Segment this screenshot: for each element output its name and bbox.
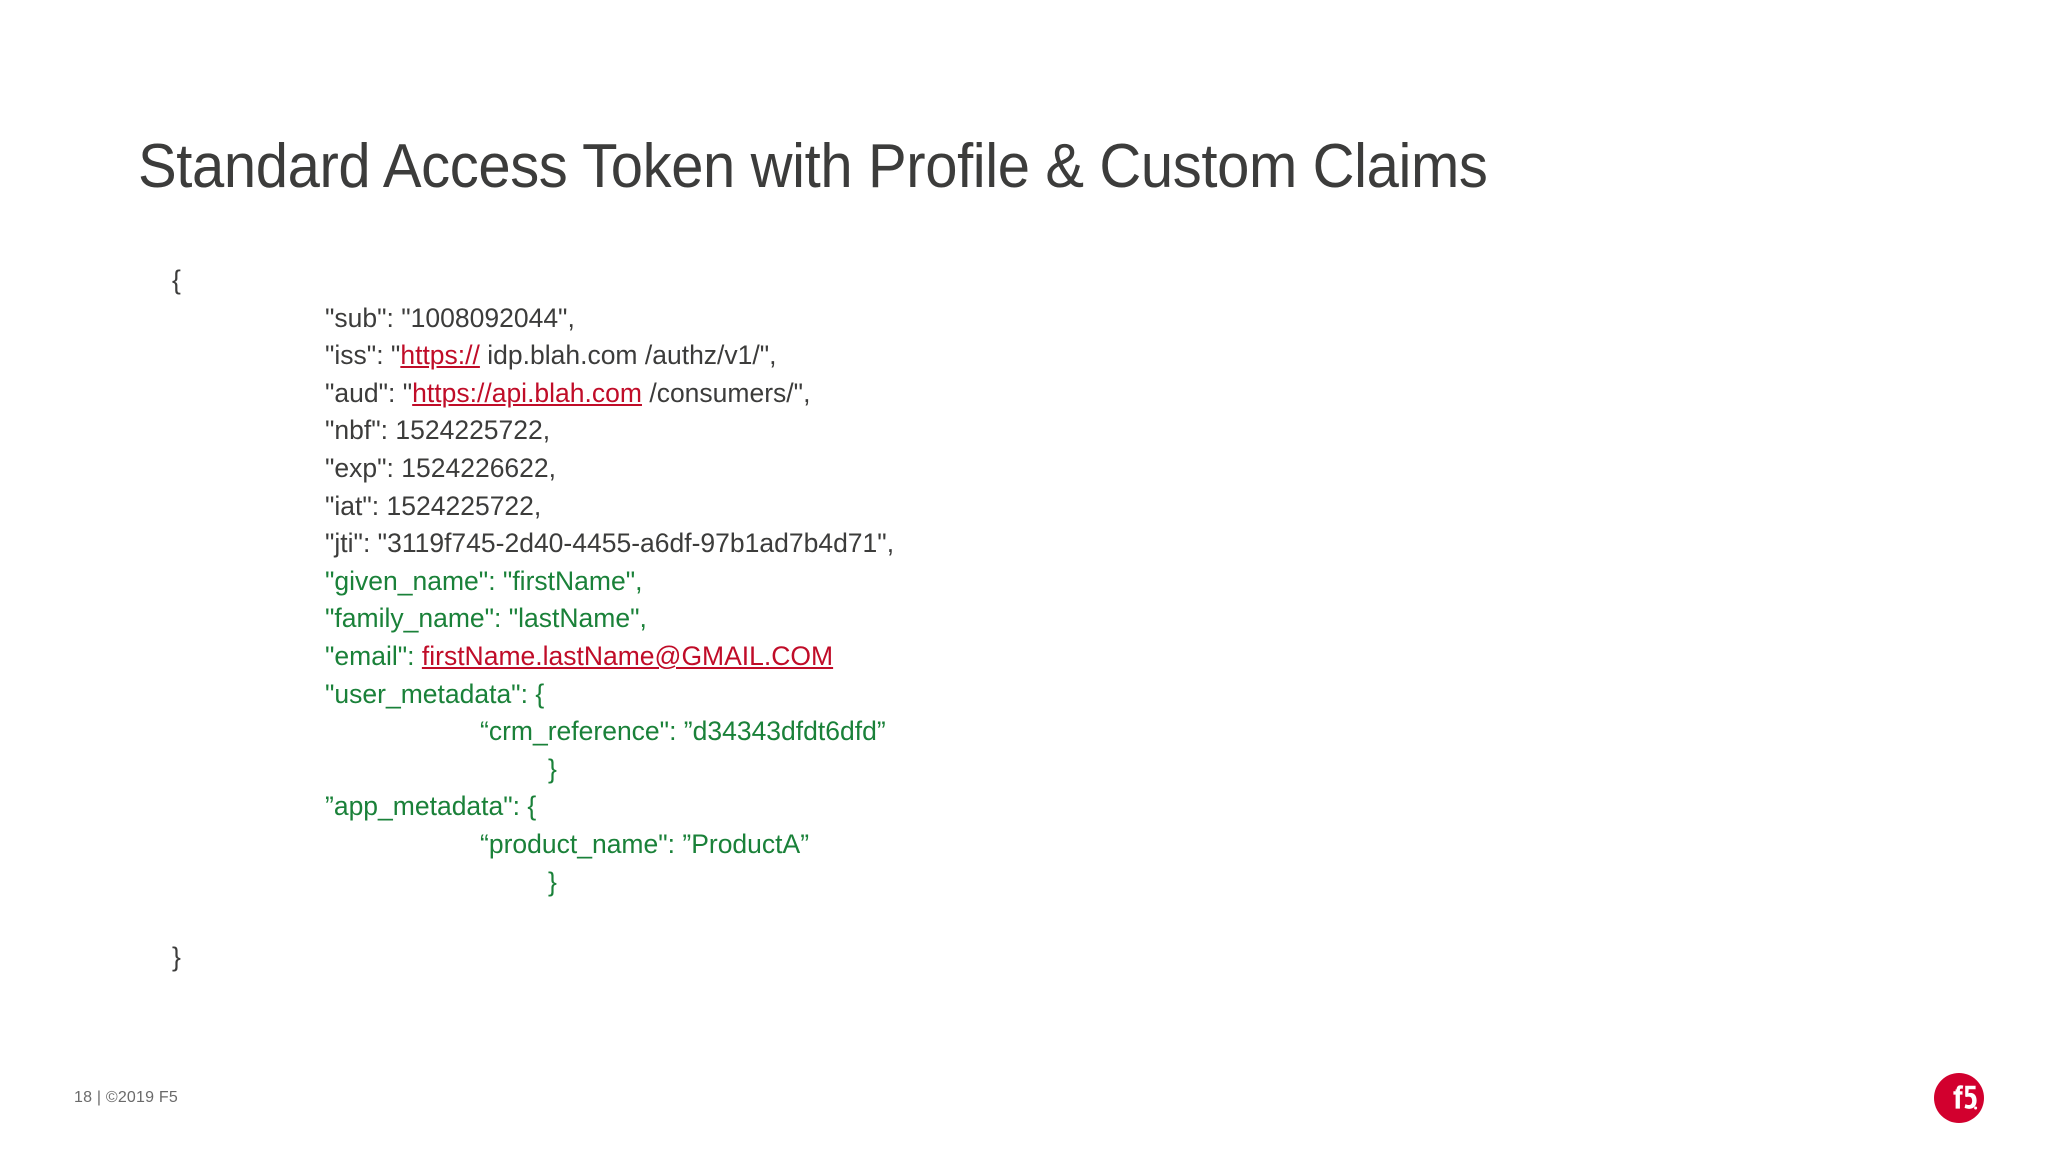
json-token: “crm_reference": ”d34343dfdt6dfd” [480,716,886,747]
json-token: "user_metadata": { [325,678,545,709]
json-token: “product_name": ”ProductA” [480,828,810,859]
json-line: "family_name": "lastName", [0,600,2048,638]
json-token: "email": [325,640,422,671]
json-line: “crm_reference": ”d34343dfdt6dfd” [0,713,2048,751]
json-line: } [0,751,2048,789]
json-line: "iat": 1524225722, [0,488,2048,526]
json-line: { [0,262,2048,300]
json-line: "given_name": "firstName", [0,563,2048,601]
json-hyperlink[interactable]: https://api.blah.com [412,377,642,408]
json-line: } [0,939,2048,977]
json-token: } [548,753,557,784]
json-token: "sub": "1008092044", [325,302,575,333]
json-hyperlink[interactable]: firstName.lastName@GMAIL.COM [421,640,834,671]
json-line: "user_metadata": { [0,676,2048,714]
json-hyperlink[interactable]: https:// [400,340,480,371]
json-token: idp.blah.com /authz/v1/", [479,340,777,371]
json-line: "sub": "1008092044", [0,300,2048,338]
json-line: "exp": 1524226622, [0,450,2048,488]
json-token: "given_name": "firstName", [325,565,643,596]
json-token: } [172,941,181,972]
json-token: "family_name": "lastName", [325,603,647,634]
json-line: "iss": "https:// idp.blah.com /authz/v1/… [0,337,2048,375]
json-token: { [172,265,181,295]
json-token: "exp": 1524226622, [325,452,557,483]
json-token: "jti": "3119f745-2d40-4455-a6df-97b1ad7b… [325,528,895,559]
json-line: "nbf": 1524225722, [0,412,2048,450]
json-line: } [0,864,2048,902]
json-line: ”app_metadata": { [0,788,2048,826]
access-token-json-block: { "sub": "1008092044", "iss": "https:// id… [0,262,2048,976]
json-token: "iat": 1524225722, [325,490,542,521]
json-token: } [548,866,557,897]
json-token: "aud": " [325,377,413,408]
json-line: "aud": "https://api.blah.com /consumers/… [0,375,2048,413]
json-line: "email": firstName.lastName@GMAIL.COM [0,638,2048,676]
page-title: Standard Access Token with Profile & Cus… [138,131,1488,201]
json-line [0,901,2048,939]
json-token: /consumers/", [641,377,811,408]
json-token: "iss": " [325,340,401,371]
json-line: "jti": "3119f745-2d40-4455-a6df-97b1ad7b… [0,525,2048,563]
json-token: "nbf": 1524225722, [325,415,551,446]
json-line: “product_name": ”ProductA” [0,826,2048,864]
footer-page-credit: 18 | ©2019 F5 [74,1089,178,1106]
f5-logo [1934,1073,1988,1127]
json-token: ”app_metadata": { [325,791,537,822]
